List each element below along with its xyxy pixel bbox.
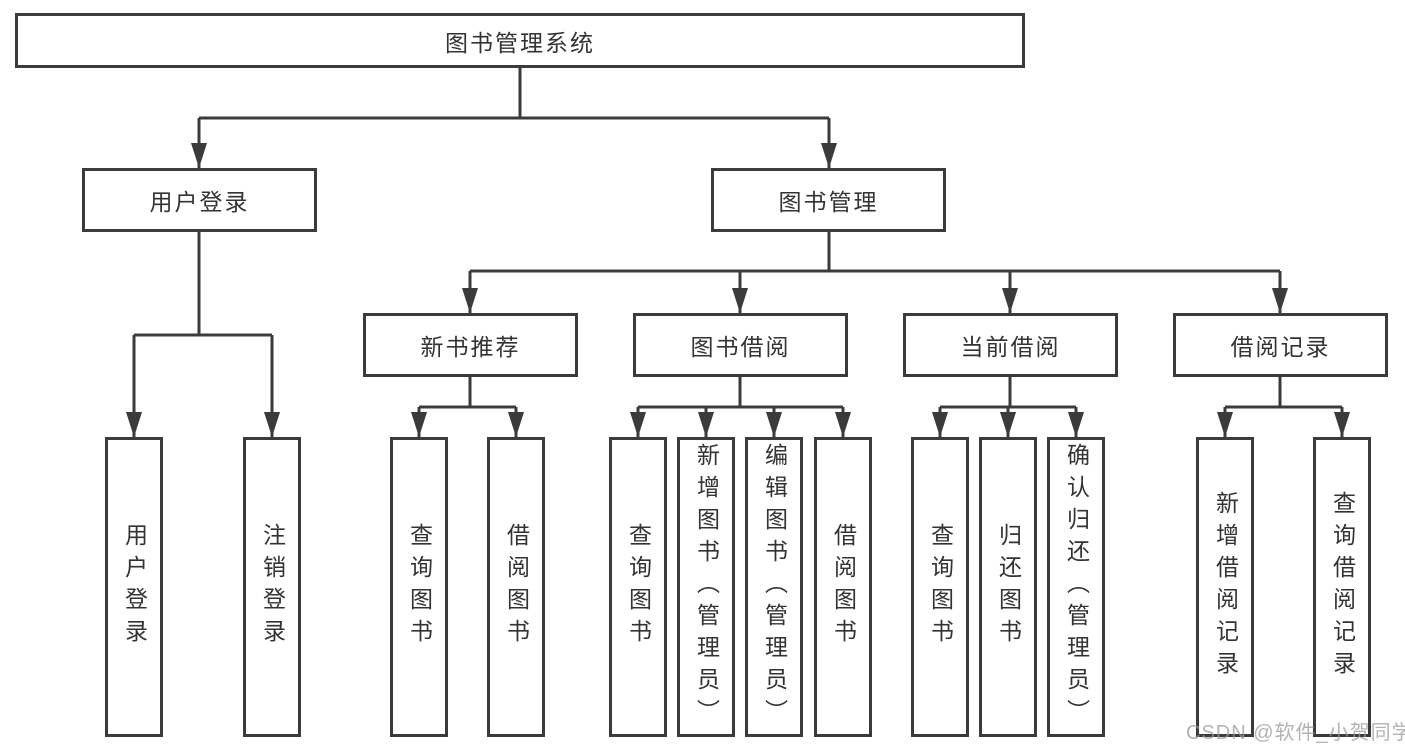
leaf-login-label: 用户登录 [121,523,148,651]
leaf-bw-borrow: 借阅图书 [814,437,872,737]
branch-new-books [411,377,524,437]
node-records: 借阅记录 [1173,313,1388,377]
leaf-logout-label: 注销登录 [259,523,286,651]
branch-current [932,377,1084,437]
leaf-nb-borrow: 借阅图书 [487,437,545,737]
leaf-cb-query-label: 查询图书 [927,523,954,651]
branch-book-mgmt [462,232,1288,313]
node-current: 当前借阅 [903,313,1118,377]
leaf-cb-return: 归还图书 [979,437,1037,737]
leaf-nb-borrow-label: 借阅图书 [503,523,530,651]
leaf-bw-borrow-label: 借阅图书 [830,523,857,651]
leaf-rc-add-label: 新增借阅记录 [1212,491,1239,683]
branch-records [1217,377,1350,437]
branch-user-login [126,232,280,437]
leaf-login: 用户登录 [105,437,163,737]
leaf-rc-add: 新增借阅记录 [1196,437,1254,737]
node-root: 图书管理系统 [15,13,1025,68]
leaf-bw-query-label: 查询图书 [625,523,652,651]
leaf-nb-query-label: 查询图书 [406,523,433,651]
leaf-logout: 注销登录 [243,437,301,737]
leaf-cb-confirm: 确认归还（管理员） [1047,437,1105,737]
watermark: CSDN @软件_小贺同学 [1186,722,1405,744]
leaf-cb-query: 查询图书 [911,437,969,737]
leaf-bw-add-label: 新增图书（管理员） [693,443,720,731]
leaf-rc-query: 查询借阅记录 [1313,437,1371,737]
branch-root [191,68,837,168]
leaf-bw-add: 新增图书（管理员） [677,437,735,737]
leaf-cb-return-label: 归还图书 [995,523,1022,651]
leaf-bw-edit: 编辑图书（管理员） [745,437,803,737]
leaf-rc-query-label: 查询借阅记录 [1329,491,1356,683]
leaf-cb-confirm-label: 确认归还（管理员） [1063,443,1090,731]
leaf-bw-edit-label: 编辑图书（管理员） [761,443,788,731]
node-borrowing: 图书借阅 [633,313,848,377]
node-user-login: 用户登录 [82,168,317,232]
branch-borrowing [630,377,851,437]
leaf-nb-query: 查询图书 [390,437,448,737]
node-book-mgmt: 图书管理 [711,168,946,232]
leaf-bw-query: 查询图书 [609,437,667,737]
node-new-books: 新书推荐 [363,313,578,377]
